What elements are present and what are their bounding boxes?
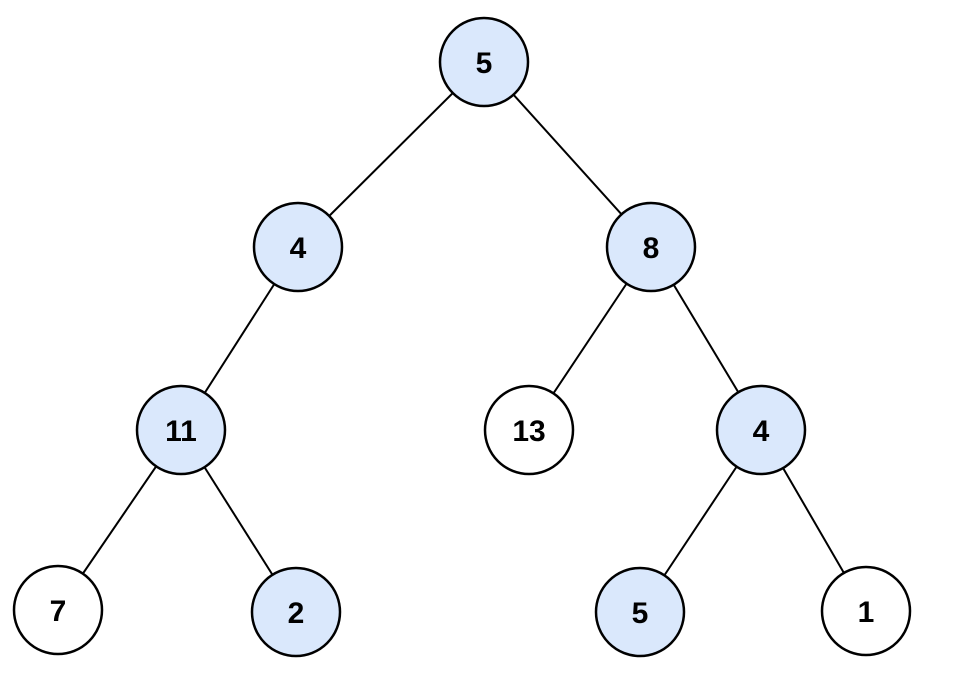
tree-node-label-r: 8 (643, 232, 660, 265)
tree-node-label-r-r-r: 1 (858, 596, 875, 629)
tree-node-label-l-l-l: 7 (50, 595, 67, 628)
tree-node-l-l: 11 (135, 384, 227, 476)
tree-node-label-root: 5 (476, 47, 493, 80)
tree-node-label-r-r: 4 (753, 415, 770, 448)
tree-node-label-l-l-r: 2 (288, 597, 305, 630)
tree-node-r-r-l: 5 (594, 566, 686, 658)
tree-node-l: 4 (252, 201, 344, 293)
tree-node-circle-r-r (715, 384, 807, 476)
tree-node-l-l-l: 7 (12, 564, 104, 656)
tree-node-r-r: 4 (715, 384, 807, 476)
tree-node-circle-l-l-l (12, 564, 104, 656)
tree-node-circle-r-l (483, 384, 575, 476)
tree-node-label-l: 4 (290, 232, 307, 265)
tree-node-r: 8 (605, 201, 697, 293)
tree-node-root: 5 (438, 16, 530, 108)
tree-node-circle-r-r-l (594, 566, 686, 658)
tree-node-circle-l-l-r (250, 566, 342, 658)
tree-node-label-r-r-l: 5 (632, 597, 649, 630)
tree-node-circle-r (605, 201, 697, 293)
tree-node-label-r-l: 13 (512, 415, 545, 448)
tree-node-circle-l-l (135, 384, 227, 476)
tree-node-r-l: 13 (483, 384, 575, 476)
tree-node-r-r-r: 1 (820, 565, 912, 657)
tree-node-circle-root (438, 16, 530, 108)
tree-node-l-l-r: 2 (250, 566, 342, 658)
tree-node-circle-l (252, 201, 344, 293)
tree-node-label-l-l: 11 (165, 415, 197, 448)
tree-node-circle-r-r-r (820, 565, 912, 657)
